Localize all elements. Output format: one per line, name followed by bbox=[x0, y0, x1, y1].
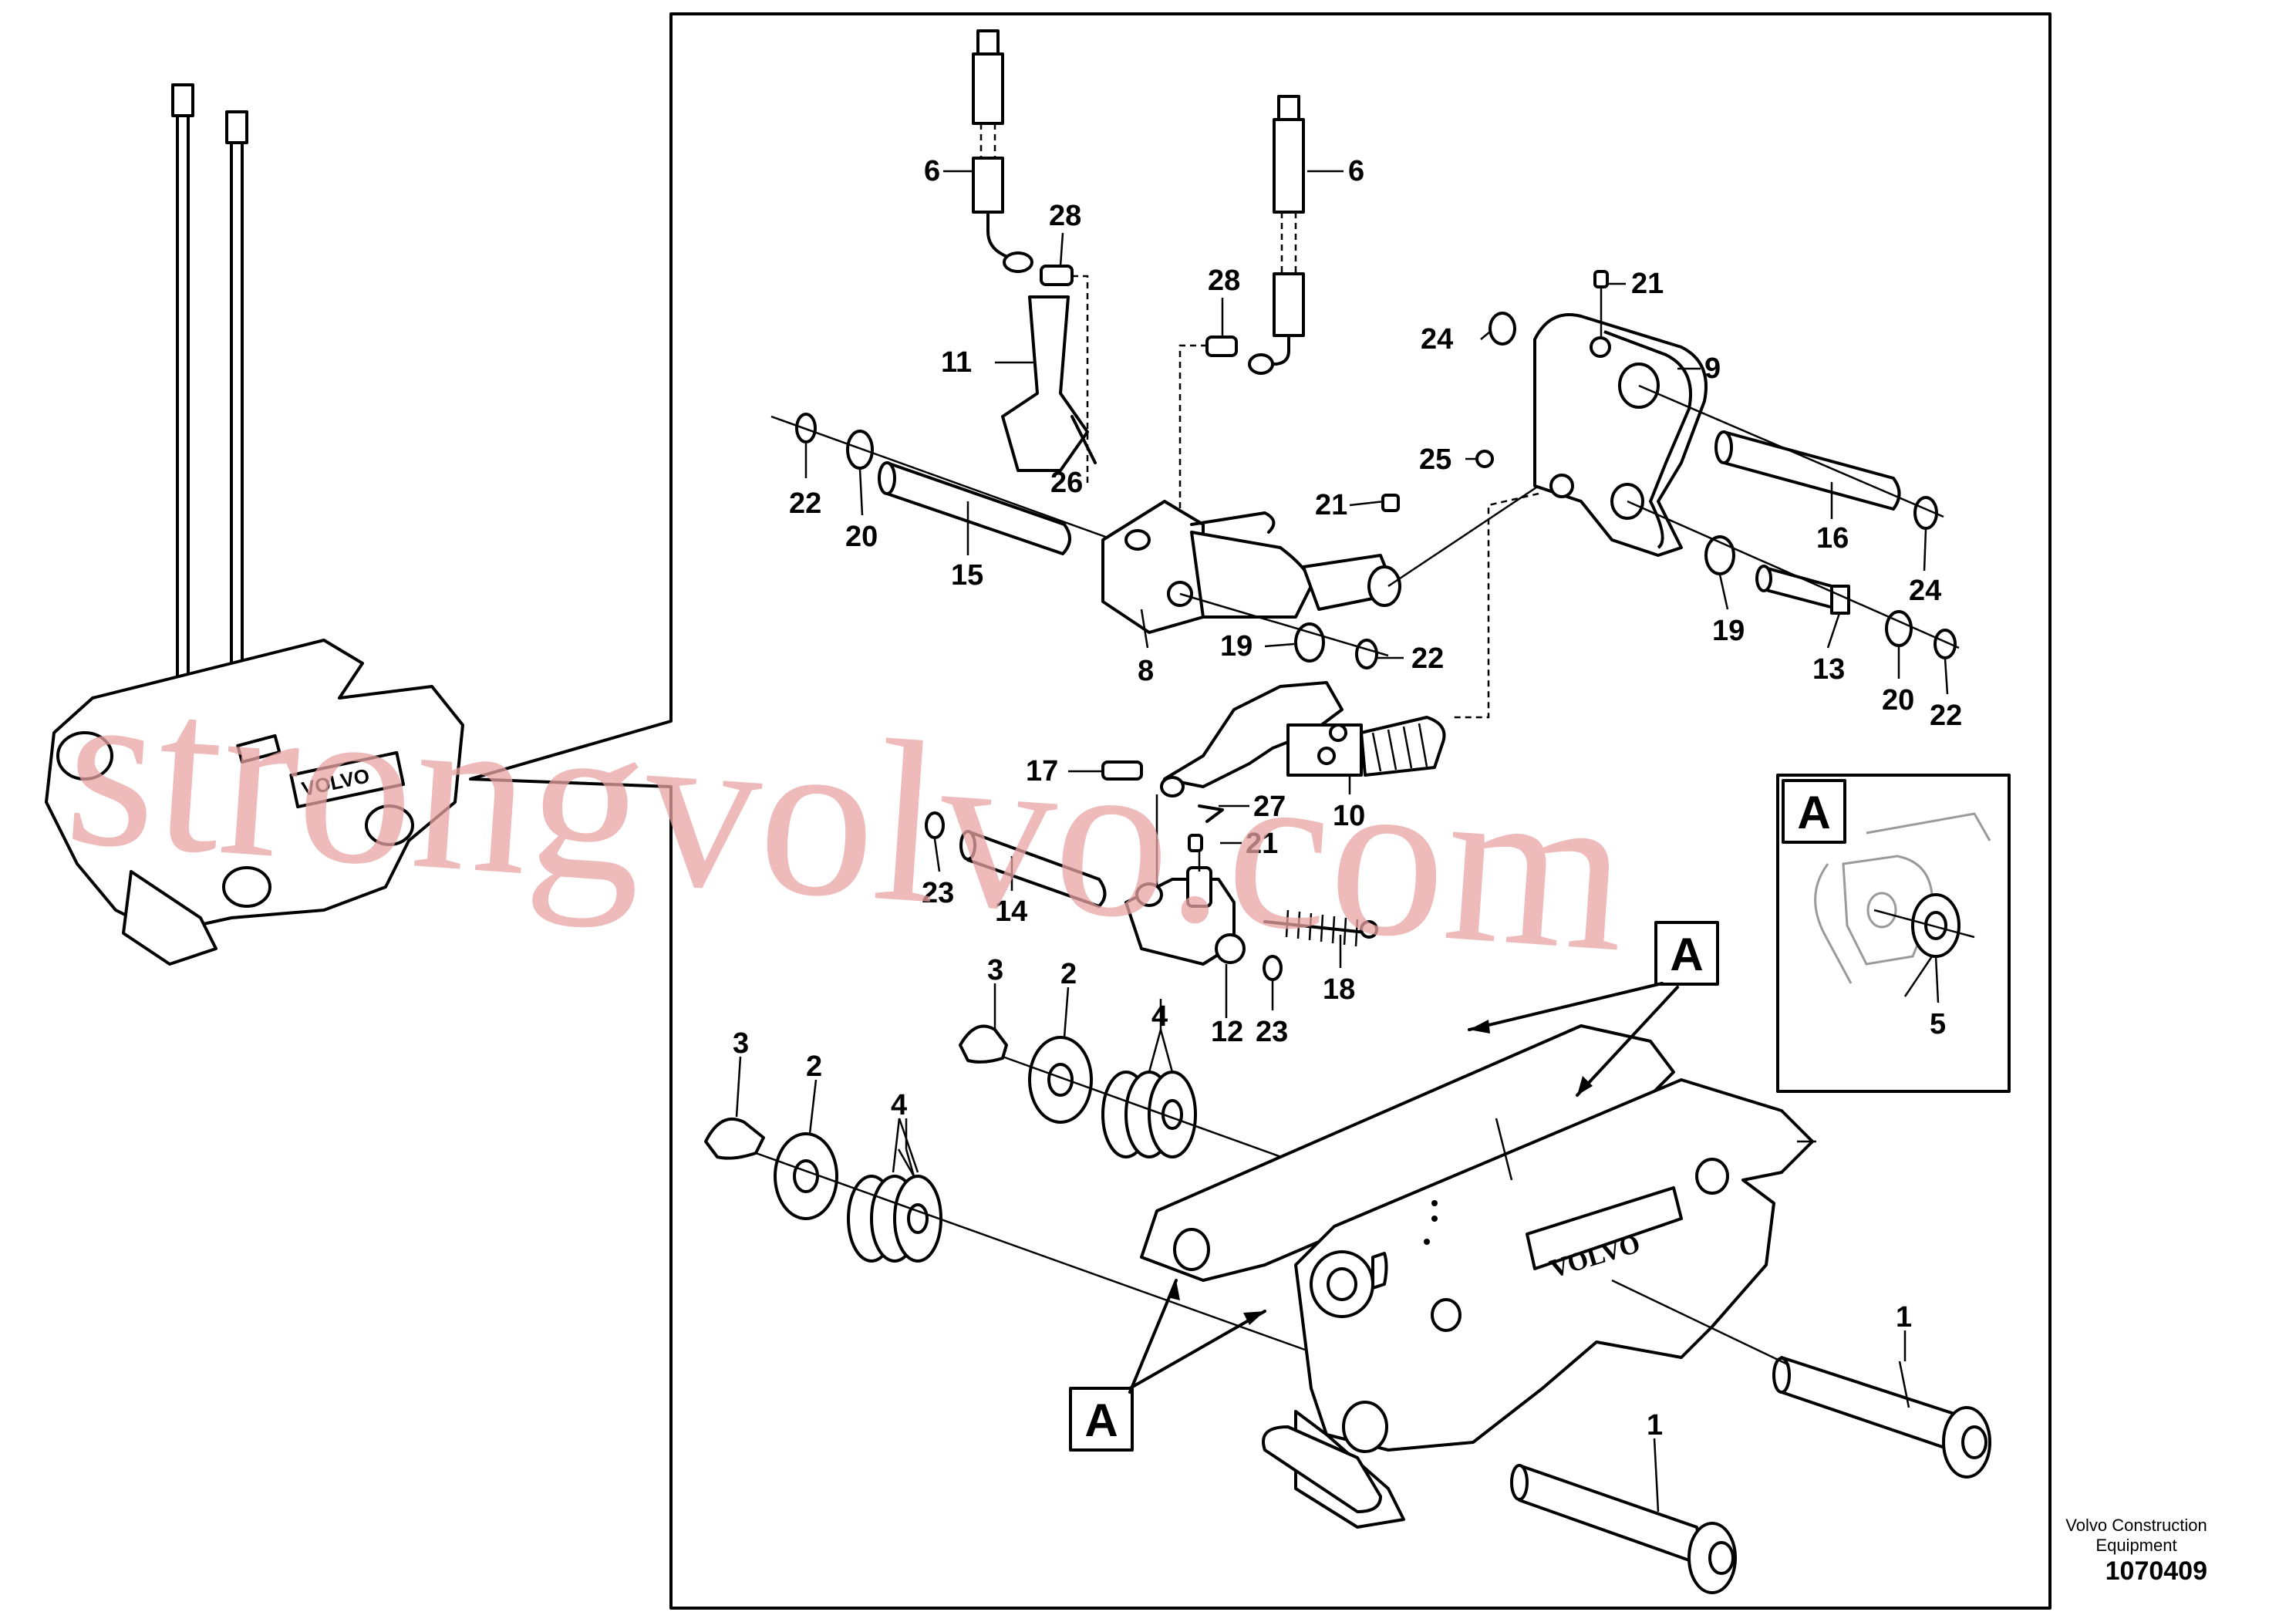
ring-22-mid bbox=[1355, 639, 1378, 669]
label-4-right: 4 bbox=[1151, 1000, 1168, 1033]
label-1-right: 1 bbox=[1896, 1301, 1912, 1334]
label-15: 15 bbox=[951, 559, 983, 592]
label-6-left: 6 bbox=[924, 155, 940, 187]
label-16: 16 bbox=[1816, 522, 1849, 555]
washer-19-left bbox=[1294, 622, 1325, 663]
marker-a-detail: A bbox=[1782, 779, 1846, 844]
label-18: 18 bbox=[1323, 973, 1355, 1006]
label-23-left: 23 bbox=[922, 877, 954, 909]
lever-12 bbox=[1124, 866, 1246, 966]
label-28-right: 28 bbox=[1208, 265, 1240, 297]
grease-nipple-21-mid bbox=[1381, 494, 1400, 512]
label-20-right: 20 bbox=[1882, 684, 1914, 717]
ring-22-right bbox=[1934, 629, 1957, 659]
label-24-right: 24 bbox=[1909, 575, 1941, 607]
label-5: 5 bbox=[1930, 1008, 1946, 1040]
spring-18 bbox=[1263, 909, 1378, 947]
label-3-right: 3 bbox=[987, 954, 1003, 986]
svg-text:A: A bbox=[1797, 787, 1830, 838]
ring-23-right bbox=[1263, 955, 1283, 981]
svg-text:A: A bbox=[1084, 1394, 1118, 1446]
pin-15 bbox=[879, 461, 1071, 555]
bolt-17 bbox=[1101, 760, 1143, 781]
washer-20-left bbox=[846, 430, 874, 470]
label-26: 26 bbox=[1050, 467, 1083, 499]
label-19-left: 19 bbox=[1220, 630, 1253, 663]
label-22-left: 22 bbox=[789, 487, 821, 520]
label-25: 25 bbox=[1419, 443, 1451, 476]
detail-a-grey-link bbox=[1814, 812, 1991, 984]
label-10: 10 bbox=[1333, 800, 1365, 832]
label-22-mid: 22 bbox=[1411, 642, 1444, 675]
bolt-3-left bbox=[704, 1118, 765, 1160]
fitting-28-right bbox=[1205, 336, 1238, 357]
hose-6-left bbox=[972, 29, 1033, 273]
label-24-top: 24 bbox=[1421, 323, 1453, 356]
washer-20-right bbox=[1885, 610, 1913, 647]
label-28-left: 28 bbox=[1049, 200, 1081, 232]
label-27: 27 bbox=[1253, 791, 1286, 823]
hose-6-right bbox=[1248, 95, 1305, 375]
bracket-11 bbox=[1001, 295, 1089, 472]
pin-27 bbox=[1198, 804, 1224, 823]
svg-text:A: A bbox=[1670, 929, 1703, 980]
label-leaders bbox=[735, 170, 1949, 1512]
cylinder-8 bbox=[1101, 500, 1401, 634]
hook-10 bbox=[1163, 681, 1446, 788]
pad-4-left bbox=[847, 1175, 942, 1263]
label-2-left: 2 bbox=[806, 1050, 822, 1083]
pin-1-left bbox=[1510, 1464, 1737, 1594]
label-1-left: 1 bbox=[1647, 1409, 1663, 1442]
footer-brand: Volvo Construction Equipment bbox=[2065, 1516, 2207, 1555]
pin-1-right bbox=[1772, 1356, 1991, 1479]
label-9: 9 bbox=[1704, 352, 1721, 385]
label-6-right: 6 bbox=[1348, 155, 1364, 187]
label-21-low: 21 bbox=[1246, 828, 1278, 860]
label-14: 14 bbox=[995, 895, 1027, 928]
cotter-pin-26 bbox=[1070, 415, 1097, 464]
pin-13 bbox=[1761, 565, 1841, 611]
label-2-right: 2 bbox=[1060, 958, 1077, 990]
pin-16 bbox=[1716, 430, 1901, 511]
clip-25 bbox=[1475, 450, 1494, 468]
fitting-28-left bbox=[1040, 265, 1074, 286]
label-21-top: 21 bbox=[1631, 268, 1664, 300]
quick-coupler-body: VOLVO bbox=[1140, 1024, 1814, 1529]
label-11: 11 bbox=[941, 346, 972, 379]
pin-14 bbox=[960, 830, 1107, 908]
overview-quick-coupler: VOLVO bbox=[45, 83, 464, 966]
pad-4-right bbox=[1101, 1071, 1197, 1158]
label-8: 8 bbox=[1138, 655, 1154, 687]
ring-23-left bbox=[925, 811, 945, 839]
marker-a-bottom: A bbox=[1069, 1387, 1134, 1452]
part-numbers: 6 6 28 28 11 21 24 9 26 25 21 22 20 15 8… bbox=[733, 155, 1962, 1442]
label-22-right: 22 bbox=[1930, 700, 1962, 732]
marker-a-top: A bbox=[1654, 921, 1719, 986]
label-17: 17 bbox=[1026, 755, 1058, 787]
link-9 bbox=[1533, 313, 1708, 557]
label-21-mid: 21 bbox=[1315, 489, 1347, 521]
label-23-right: 23 bbox=[1256, 1016, 1288, 1048]
main-frame bbox=[469, 12, 2052, 1610]
label-13: 13 bbox=[1812, 653, 1845, 686]
label-3-left: 3 bbox=[733, 1027, 749, 1060]
bolt-3-right bbox=[959, 1024, 1008, 1064]
grease-nipple-21-top bbox=[1593, 270, 1609, 288]
ring-24-top bbox=[1489, 312, 1516, 346]
footer-reference-number: 1070409 bbox=[2105, 1556, 2207, 1586]
label-19-right: 19 bbox=[1712, 615, 1745, 647]
label-20-left: 20 bbox=[845, 521, 878, 553]
label-4-left: 4 bbox=[891, 1089, 907, 1121]
label-12: 12 bbox=[1211, 1016, 1243, 1048]
grease-nipple-21-low bbox=[1188, 834, 1203, 852]
